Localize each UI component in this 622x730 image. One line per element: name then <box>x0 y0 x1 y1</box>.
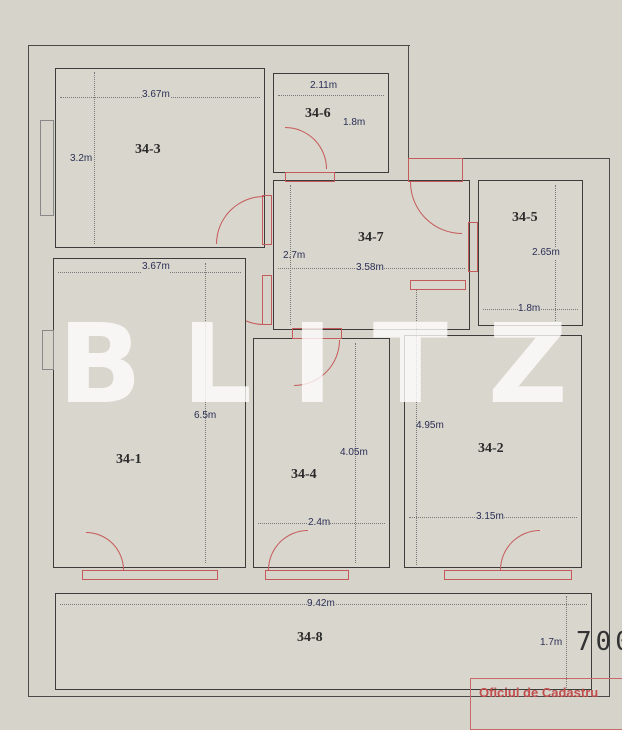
room-34-1 <box>53 258 246 568</box>
room-34-6-label: 34-6 <box>305 106 331 121</box>
door-frame <box>468 222 478 272</box>
door-frame <box>265 570 349 580</box>
room-34-8-label: 34-8 <box>297 630 323 645</box>
room-34-6 <box>273 73 389 173</box>
room-34-5-height: 2.65m <box>532 247 560 259</box>
room-34-5 <box>478 180 583 326</box>
dim-line <box>205 263 206 563</box>
dim-line <box>278 95 384 96</box>
door-frame <box>292 328 342 339</box>
room-34-7-width: 3.58m <box>356 262 384 274</box>
room-34-3-label: 34-3 <box>135 142 161 157</box>
dim-line <box>416 290 417 565</box>
room-34-4-width: 2.4m <box>308 517 331 529</box>
corner-number: 700 <box>576 627 622 657</box>
room-34-4-height: 4.05m <box>340 447 368 458</box>
room-34-6-width: 2.11m <box>310 80 338 91</box>
room-34-5-width: 1.8m <box>518 303 541 315</box>
window <box>40 120 54 216</box>
room-34-1-height: 6.5m <box>194 410 217 421</box>
room-34-5-label: 34-5 <box>512 210 538 225</box>
door-frame <box>285 172 335 182</box>
room-34-2-height: 4.95m <box>416 420 444 431</box>
room-34-7-label: 34-7 <box>358 230 384 245</box>
dim-line <box>94 72 95 244</box>
outer-wall-right <box>408 45 409 160</box>
outer-wall-left <box>28 45 410 697</box>
cadastre-stamp: Oficiul de Cadastru <box>470 678 622 730</box>
room-34-2-width: 3.15m <box>476 511 504 523</box>
door-frame <box>408 158 463 182</box>
door-frame <box>444 570 572 580</box>
watermark: BLITZ <box>58 300 608 428</box>
dim-line <box>566 596 567 688</box>
door-frame <box>410 280 466 290</box>
room-34-1-width: 3.67m <box>142 261 170 273</box>
room-34-8-height: 1.7m <box>540 637 563 648</box>
window <box>42 330 54 370</box>
room-34-2-label: 34-2 <box>478 441 504 456</box>
room-34-3-width: 3.67m <box>142 89 170 101</box>
room-34-6-height: 1.8m <box>343 117 366 128</box>
dim-line <box>290 185 291 325</box>
stamp-text: Oficiul de Cadastru <box>479 685 599 700</box>
room-34-4-label: 34-4 <box>291 467 317 482</box>
room-34-7-height: 2.7m <box>283 250 306 261</box>
room-34-3-height: 3.2m <box>70 153 93 164</box>
outer-wall-east <box>408 158 610 697</box>
room-34-1-label: 34-1 <box>116 452 142 467</box>
room-34-8-width: 9.42m <box>307 598 335 610</box>
door-frame <box>82 570 218 580</box>
dim-line <box>355 343 356 563</box>
room-34-2 <box>404 335 582 568</box>
